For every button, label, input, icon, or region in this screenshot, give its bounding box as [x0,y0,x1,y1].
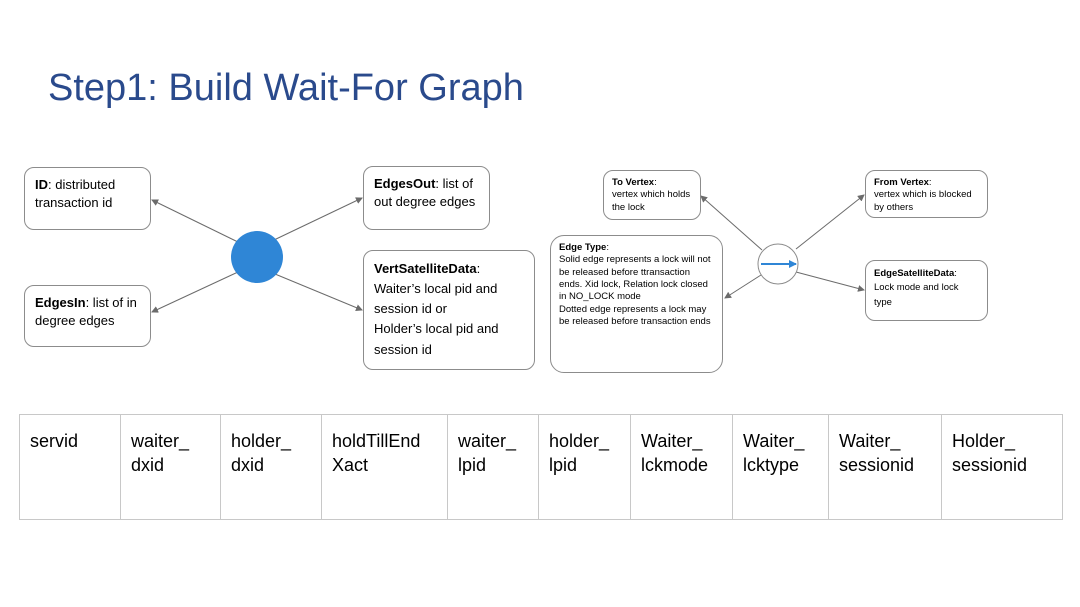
edges-in-text: : list of in degree edges [35,295,137,328]
edges-out-label: EdgesOut [374,176,436,191]
wait-for-columns-table: servid waiter_ dxid holder_ dxid holdTil… [19,414,1063,520]
connector-to-vertex [700,195,763,251]
edges-out-box: EdgesOut: list of out degree edges [363,166,490,230]
edge-satellite-label: EdgeSatelliteData [874,268,955,279]
edge-satellite-text: : Lock mode and lock type [874,268,959,308]
column-cell: Waiter_ lcktype [732,414,829,520]
column-cell: servid [19,414,121,520]
column-cell: waiter_ dxid [120,414,221,520]
connector-from-vertex [795,194,865,250]
edge-type-text: : Solid edge represents a lock will not … [559,242,711,328]
column-cell: holder_ lpid [538,414,631,520]
vert-satellite-box: VertSatelliteData: Waiter’s local pid an… [363,250,535,370]
vertex-circle [231,231,283,283]
to-vertex-label: To Vertex [612,177,655,188]
connector-id [151,199,241,244]
from-vertex-label: From Vertex [874,177,929,188]
column-cell: Waiter_ lckmode [630,414,733,520]
vert-satellite-text: : Waiter’s local pid and session id or H… [374,261,499,357]
edges-in-box: EdgesIn: list of in degree edges [24,285,151,347]
connector-vert-satellite [274,273,363,311]
id-text: : distributed transaction id [35,177,116,210]
from-vertex-box: From Vertex: vertex which is blocked by … [865,170,988,218]
slide-title: Step1: Build Wait-For Graph [48,67,524,109]
id-label: ID [35,177,48,192]
edge-satellite-box: EdgeSatelliteData: Lock mode and lock ty… [865,260,988,321]
column-cell: holder_ dxid [220,414,322,520]
table-row: servid waiter_ dxid holder_ dxid holdTil… [19,414,1063,520]
column-cell: Waiter_ sessionid [828,414,942,520]
connector-edges-out [273,197,363,241]
column-cell: waiter_ lpid [447,414,539,520]
connector-edge-satellite [795,271,865,292]
to-vertex-text: : vertex which holds the lock [612,177,691,213]
column-cell: holdTillEnd Xact [321,414,448,520]
edges-in-label: EdgesIn [35,295,86,310]
id-box: ID: distributed transaction id [24,167,151,230]
edge-type-box: Edge Type: Solid edge represents a lock … [550,235,723,373]
from-vertex-text: : vertex which is blocked by others [874,177,972,213]
connector-edges-in [151,271,239,313]
edges-out-text: : list of out degree edges [374,176,476,209]
connector-edge-type [724,274,762,299]
to-vertex-box: To Vertex: vertex which holds the lock [603,170,701,220]
edge-type-label: Edge Type [559,242,607,253]
vert-satellite-label: VertSatelliteData [374,261,477,276]
column-cell: Holder_ sessionid [941,414,1063,520]
